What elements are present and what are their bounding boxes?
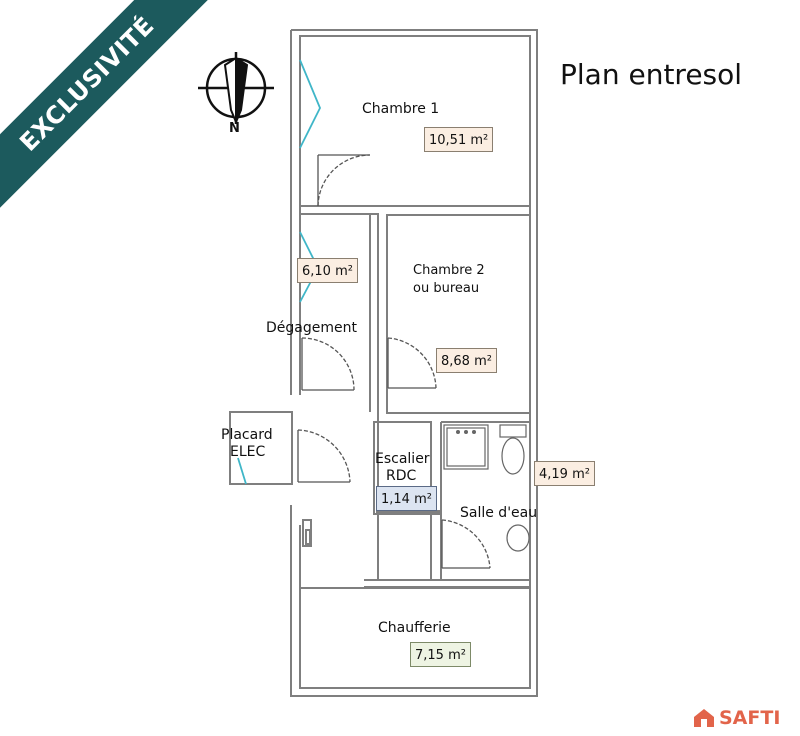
exclusivity-ribbon: EXCLUSIVITÉ: [0, 0, 220, 220]
escalier-step-bar: [376, 510, 442, 515]
wall-degagement: [299, 213, 379, 580]
wall-chambre-1: [299, 35, 531, 207]
door-placard: [297, 429, 351, 483]
wall-niche-2: [305, 529, 311, 545]
area-tag-salle-eau: 4,19 m²: [534, 461, 595, 486]
area-tag-degagement: 6,10 m²: [297, 258, 358, 283]
wall-chambre-2: [386, 214, 531, 414]
plan-title: Plan entresol: [560, 58, 743, 91]
room-label-placard: Placard: [221, 427, 273, 443]
window-chambre-1: [299, 59, 321, 149]
door-degagement: [301, 337, 355, 391]
wall-salle-eau: [430, 421, 531, 581]
wall-placard: [229, 411, 293, 485]
safti-logo: SAFTI: [693, 706, 780, 730]
room-label-salle-eau: Salle d'eau: [460, 505, 538, 521]
room-label-degagement: Dégagement: [266, 320, 357, 336]
door-salle-eau: [441, 519, 491, 569]
room-label-placard-sub: ELEC: [230, 444, 266, 460]
toilet-bowl: [501, 437, 525, 475]
room-label-chambre-2: Chambre 2: [413, 263, 485, 278]
shower-tray: [443, 424, 489, 470]
area-tag-escalier: 1,14 m²: [376, 486, 437, 511]
room-label-escalier: Escalier: [375, 451, 430, 467]
washbasin: [506, 524, 530, 552]
area-tag-chaufferie: 7,15 m²: [410, 642, 471, 667]
room-label-chaufferie: Chaufferie: [378, 620, 451, 636]
wall-lower: [364, 579, 530, 588]
door-chambre-1: [317, 154, 371, 207]
room-label-chambre-1: Chambre 1: [362, 101, 440, 117]
area-tag-chambre-1: 10,51 m²: [424, 127, 494, 152]
door-chambre-2: [387, 337, 437, 389]
area-tag-chambre-2: 8,68 m²: [436, 348, 497, 373]
wall-chaufferie: [299, 587, 531, 689]
outer-wall: [290, 29, 538, 697]
room-label-escalier-sub: RDC: [386, 468, 417, 484]
safti-logo-text: SAFTI: [719, 707, 781, 729]
window-placard: [237, 457, 247, 485]
toilet-tank: [499, 424, 527, 438]
exclusivity-badge: EXCLUSIVITÉ: [0, 0, 220, 220]
house-icon: [694, 709, 714, 727]
room-label-chambre-2-sub: ou bureau: [413, 281, 480, 296]
compass-letter: N: [229, 121, 240, 136]
